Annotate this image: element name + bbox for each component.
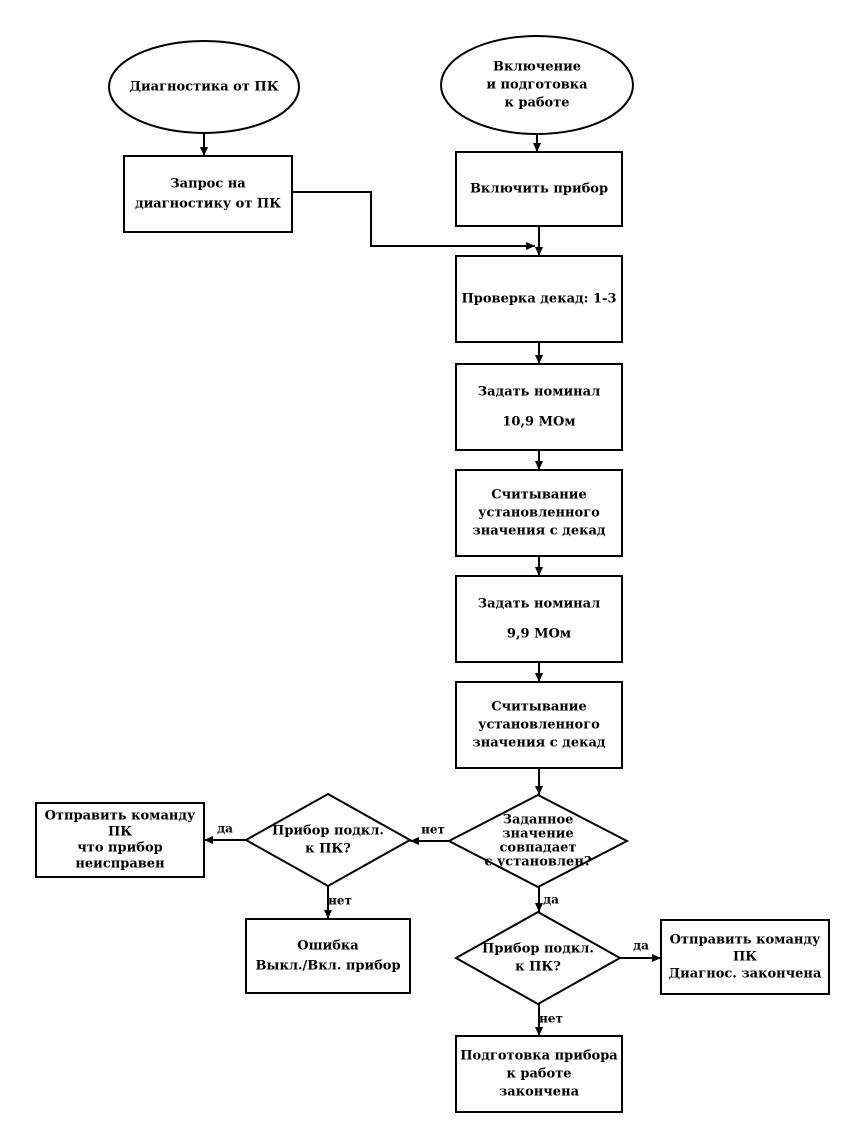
node-label: Подготовка прибора <box>460 1049 618 1064</box>
node-shape <box>455 469 623 557</box>
node-shape <box>455 575 623 663</box>
edge-label: да <box>217 822 233 836</box>
node-label: Считывание <box>491 700 586 715</box>
node-label: установленного <box>478 506 600 521</box>
node-shape <box>245 918 411 994</box>
edge-pc-request-to-check-decades <box>292 191 535 250</box>
node-label: к ПК? <box>515 960 561 975</box>
node-label: Считывание <box>491 488 586 503</box>
node-shape <box>108 40 300 134</box>
node-shape <box>243 792 413 888</box>
node-set-nominal-1: Задать номинал 10,9 МОм <box>455 363 623 451</box>
node-shape <box>455 363 623 451</box>
node-label: Включение <box>493 60 581 75</box>
node-pc-connected-right: Прибор подкл. к ПК? <box>453 910 623 1006</box>
node-prep-done: Подготовка прибора к работе закончена <box>455 1035 623 1113</box>
node-label: Прибор подкл. <box>272 824 384 839</box>
node-label: к ПК? <box>305 842 351 857</box>
node-label: неисправен <box>75 857 165 872</box>
node-label: Диагностика от ПК <box>129 80 278 95</box>
node-label: Выкл./Вкл. прибор <box>255 959 400 974</box>
node-label: Отправить команду <box>670 933 821 948</box>
node-shape <box>440 35 634 135</box>
node-label: значения с декад <box>472 736 605 751</box>
node-label: к работе <box>504 96 569 111</box>
edge-label: да <box>543 893 559 907</box>
node-shape <box>455 255 623 343</box>
node-label: ПК <box>108 825 132 840</box>
node-power-on: Включить прибор <box>455 151 623 227</box>
edge-labels-layer: нет да нет да да нет <box>217 822 649 1026</box>
node-shape <box>455 681 623 769</box>
node-label: к работе <box>506 1067 571 1082</box>
nodes-layer: Диагностика от ПК Включение и подготовка к … <box>35 35 830 1113</box>
node-label: с установлен? <box>485 855 592 870</box>
node-label: Задать номинал <box>478 597 601 612</box>
node-label: Отправить команду <box>45 809 196 824</box>
node-label: установленного <box>478 718 600 733</box>
node-shape <box>453 910 623 1006</box>
edge-label: нет <box>539 1012 563 1026</box>
node-label: ПК <box>733 950 757 965</box>
edge-label: нет <box>328 894 352 908</box>
node-label: Запрос на <box>170 177 246 192</box>
node-label: значение <box>502 827 573 842</box>
node-shape <box>455 1035 623 1113</box>
node-shape <box>455 151 623 227</box>
node-label: Проверка декад: 1-3 <box>462 292 617 307</box>
node-pc-connected-left: Прибор подкл. к ПК? <box>243 792 413 888</box>
node-label: Задать номинал <box>478 385 601 400</box>
node-label: совпадает <box>500 841 577 856</box>
node-read-2: Считывание установленного значения с декад <box>455 681 623 769</box>
node-label: Диагнос. закончена <box>669 967 822 982</box>
node-label: Заданное <box>503 813 574 828</box>
node-label: диагностику от ПК <box>135 197 281 212</box>
node-start-power: Включение и подготовка к работе <box>440 35 634 135</box>
edge-label: да <box>633 939 649 953</box>
node-shape <box>660 919 830 995</box>
node-read-1: Считывание установленного значения с декад <box>455 469 623 557</box>
edges-layer <box>200 133 661 1036</box>
node-pc-request: Запрос на диагностику от ПК <box>123 155 293 233</box>
node-label: Прибор подкл. <box>482 942 594 957</box>
node-label: 10,9 МОм <box>502 415 575 430</box>
node-shape <box>123 155 293 233</box>
node-label: закончена <box>499 1085 580 1100</box>
node-start-pc: Диагностика от ПК <box>108 40 300 134</box>
node-shape <box>446 793 630 889</box>
node-label: Включить прибор <box>470 182 608 197</box>
node-label: и подготовка <box>486 78 588 93</box>
node-check-decades: Проверка декад: 1-3 <box>455 255 623 343</box>
node-label: значения с декад <box>472 524 605 539</box>
node-label: Ошибка <box>297 939 359 954</box>
node-label: 9,9 МОм <box>507 627 571 642</box>
node-label: что прибор <box>77 841 162 856</box>
node-set-nominal-2: Задать номинал 9,9 МОм <box>455 575 623 663</box>
edge-label: нет <box>421 823 445 837</box>
node-shape <box>35 802 205 878</box>
